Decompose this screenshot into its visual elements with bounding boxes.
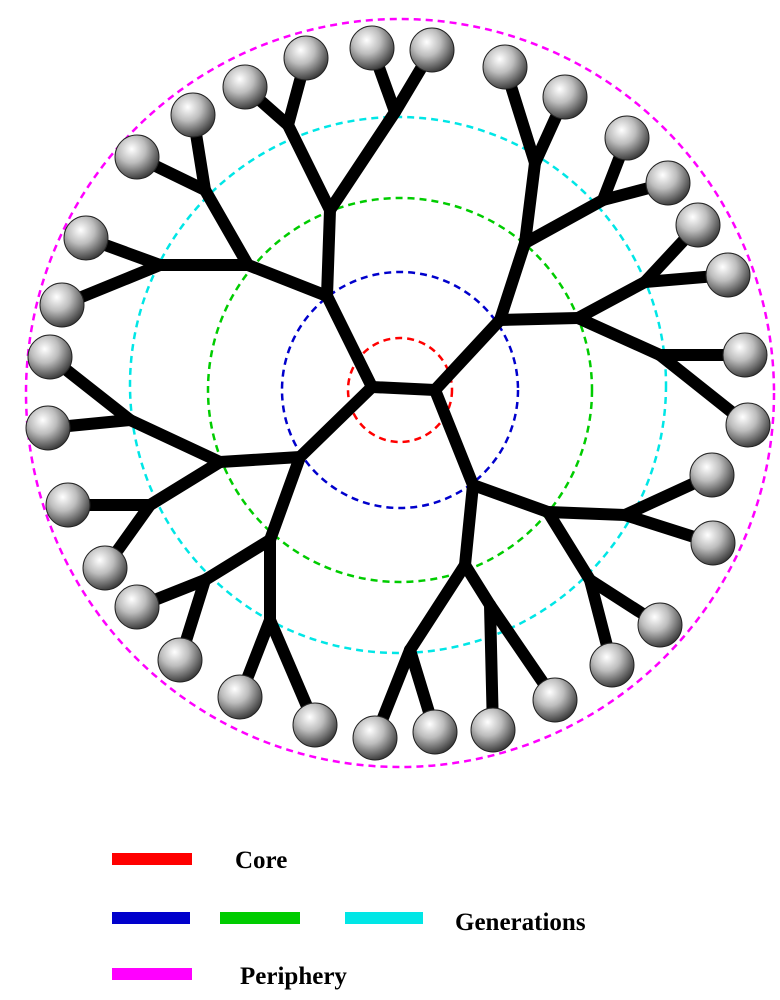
terminal-sphere: [412, 709, 458, 755]
terminal-groups: [25, 25, 771, 761]
branch-D-D2: [459, 479, 479, 571]
terminal-sphere: [725, 402, 771, 448]
terminal-sphere: [27, 334, 73, 380]
terminal-sphere: [222, 64, 268, 110]
legend-label-generations: Generations: [455, 909, 586, 936]
legend-swatch-core: [112, 853, 192, 865]
terminal-sphere: [114, 584, 160, 630]
terminal-sphere: [675, 202, 721, 248]
branch-c2-D: [429, 384, 479, 491]
branch-A2-a21: [199, 184, 254, 271]
terminal-sphere: [82, 545, 128, 591]
terminal-sphere: [637, 602, 683, 648]
terminal-sphere: [482, 44, 528, 90]
terminal-sphere: [25, 405, 71, 451]
branch-A1-a12: [282, 119, 336, 216]
terminal-sphere: [45, 482, 91, 528]
generation-2-ring: [206, 196, 594, 584]
branch-D1-d11: [542, 506, 631, 521]
terminal-sphere: [63, 215, 109, 261]
terminal-sphere: [589, 642, 635, 688]
branch-c2-B: [429, 314, 506, 396]
terminal-sphere: [690, 520, 736, 566]
terminal-sphere: [114, 134, 160, 180]
legend-swatch-generation-1: [112, 912, 190, 924]
terminal-sphere: [217, 674, 263, 720]
core-ring: [346, 336, 454, 444]
terminal-sphere: [722, 332, 768, 378]
branch-c1-c2: [366, 381, 441, 396]
terminal-sphere: [532, 677, 578, 723]
branch-B-B1: [494, 237, 531, 326]
branch-D-D1: [467, 479, 554, 518]
branch-C1-c12: [144, 456, 226, 511]
terminal-sphere: [409, 27, 455, 73]
terminal-sphere: [292, 702, 338, 748]
terminal-sphere: [170, 92, 216, 138]
branch-c1-C: [294, 381, 378, 463]
branch-D1-d12: [542, 506, 596, 586]
generation-1-ring: [280, 270, 520, 510]
legend-swatch-generation-2: [220, 912, 300, 924]
terminal-sphere: [705, 252, 751, 298]
legend-swatch-periphery: [112, 968, 192, 980]
branch-A1-a11: [324, 106, 401, 216]
legend-label-core: Core: [235, 847, 287, 874]
branch-B2-b22: [572, 312, 666, 361]
branch-B1-b11: [519, 157, 541, 249]
legend-swatch-generation-3: [345, 912, 423, 924]
branch-B-B2: [494, 312, 584, 326]
branch-A-A2: [242, 259, 333, 302]
terminal-sphere: [689, 452, 735, 498]
terminal-sphere: [352, 715, 398, 761]
branch-B1-b12: [519, 194, 609, 249]
terminal-sphere: [604, 115, 650, 161]
terminal-sphere: [157, 637, 203, 683]
legend: Core Generations Periphery: [112, 847, 586, 990]
terminal-sphere: [470, 707, 516, 753]
terminal-sphere: [39, 282, 85, 328]
legend-label-periphery: Periphery: [240, 963, 347, 990]
terminal-sphere: [349, 25, 395, 71]
branch-C1-c11: [124, 414, 226, 468]
branch-C2-c21: [199, 534, 276, 586]
terminal-sphere: [645, 160, 691, 206]
periphery-ring: [24, 17, 776, 769]
branch-D2-d22: [404, 559, 471, 656]
terminal-sphere: [542, 74, 588, 120]
branch-C-C1: [214, 451, 306, 468]
branch-A-A1: [321, 204, 336, 302]
branch-B2-b21: [572, 276, 651, 324]
branch-C-C2: [264, 451, 306, 546]
branch-c1-A: [321, 290, 378, 393]
branch-D2-d21: [459, 559, 496, 611]
terminal-sphere: [283, 35, 329, 81]
